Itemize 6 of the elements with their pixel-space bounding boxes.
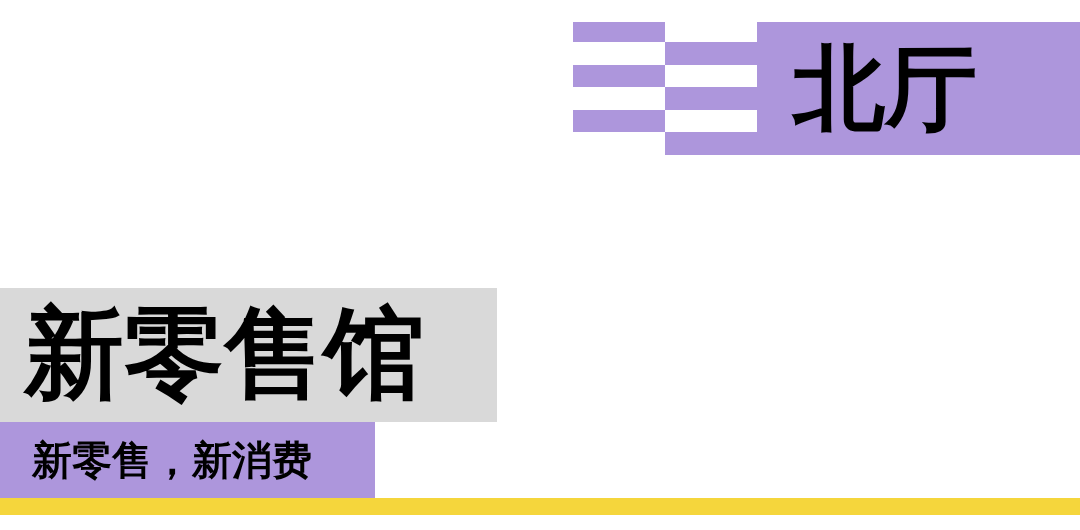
subtitle-panel (0, 422, 375, 498)
heading-text: 新零售，新消费 (32, 435, 312, 485)
hall-label-panel (757, 22, 1080, 155)
title-panel (0, 288, 497, 422)
heading-text: 新零售馆 (24, 293, 424, 414)
heading-text: 北厅 (793, 33, 977, 144)
